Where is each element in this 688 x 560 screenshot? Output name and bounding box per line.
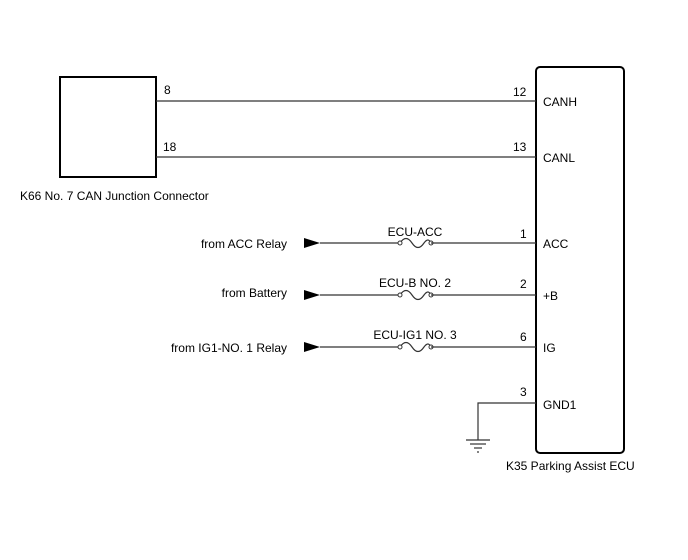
input-source-ig1: from IG1-NO. 1 Relay bbox=[171, 341, 287, 355]
input-source-acc: from ACC Relay bbox=[201, 237, 287, 251]
fuse-terminal-icon bbox=[397, 344, 403, 350]
ground-wire bbox=[477, 402, 536, 440]
ecu-pin-b: 2 bbox=[520, 277, 527, 291]
ecu-pin-acc: 1 bbox=[520, 227, 527, 241]
ecu-terminal-gnd: GND1 bbox=[543, 398, 577, 412]
ecu-terminal-canl: CANL bbox=[543, 151, 575, 165]
ecu-terminal-acc: ACC bbox=[543, 237, 569, 251]
arrow-right-icon bbox=[304, 290, 320, 300]
fuse-icon bbox=[399, 341, 432, 353]
can-junction-connector-box bbox=[59, 76, 157, 178]
fuse-label-acc: ECU-ACC bbox=[388, 225, 443, 239]
ecu-pin-gnd: 3 bbox=[520, 385, 527, 399]
fuse-label-battery: ECU-B NO. 2 bbox=[379, 276, 451, 290]
fuse-label-ig1: ECU-IG1 NO. 3 bbox=[373, 328, 457, 342]
fuse-terminal-icon bbox=[397, 240, 403, 246]
ecu-terminal-b: +B bbox=[543, 289, 558, 303]
fuse-terminal-icon bbox=[397, 292, 403, 298]
ecu-label: K35 Parking Assist ECU bbox=[506, 459, 635, 473]
ecu-pin-canl: 13 bbox=[513, 140, 527, 154]
fuse-icon bbox=[399, 289, 432, 301]
parking-assist-ecu-box bbox=[535, 66, 625, 454]
ecu-terminal-canh: CANH bbox=[543, 95, 577, 109]
connector-pin-canh: 8 bbox=[164, 83, 171, 97]
arrow-right-icon bbox=[304, 342, 320, 352]
connector-label: K66 No. 7 CAN Junction Connector bbox=[20, 189, 209, 203]
fuse-icon bbox=[399, 237, 432, 249]
ecu-pin-canh: 12 bbox=[513, 85, 527, 99]
ecu-terminal-ig: IG bbox=[543, 341, 556, 355]
connector-pin-canl: 18 bbox=[163, 140, 177, 154]
ecu-pin-ig: 6 bbox=[520, 330, 527, 344]
input-source-battery: from Battery bbox=[222, 286, 287, 300]
ground-icon bbox=[466, 439, 490, 453]
arrow-right-icon bbox=[304, 238, 320, 248]
